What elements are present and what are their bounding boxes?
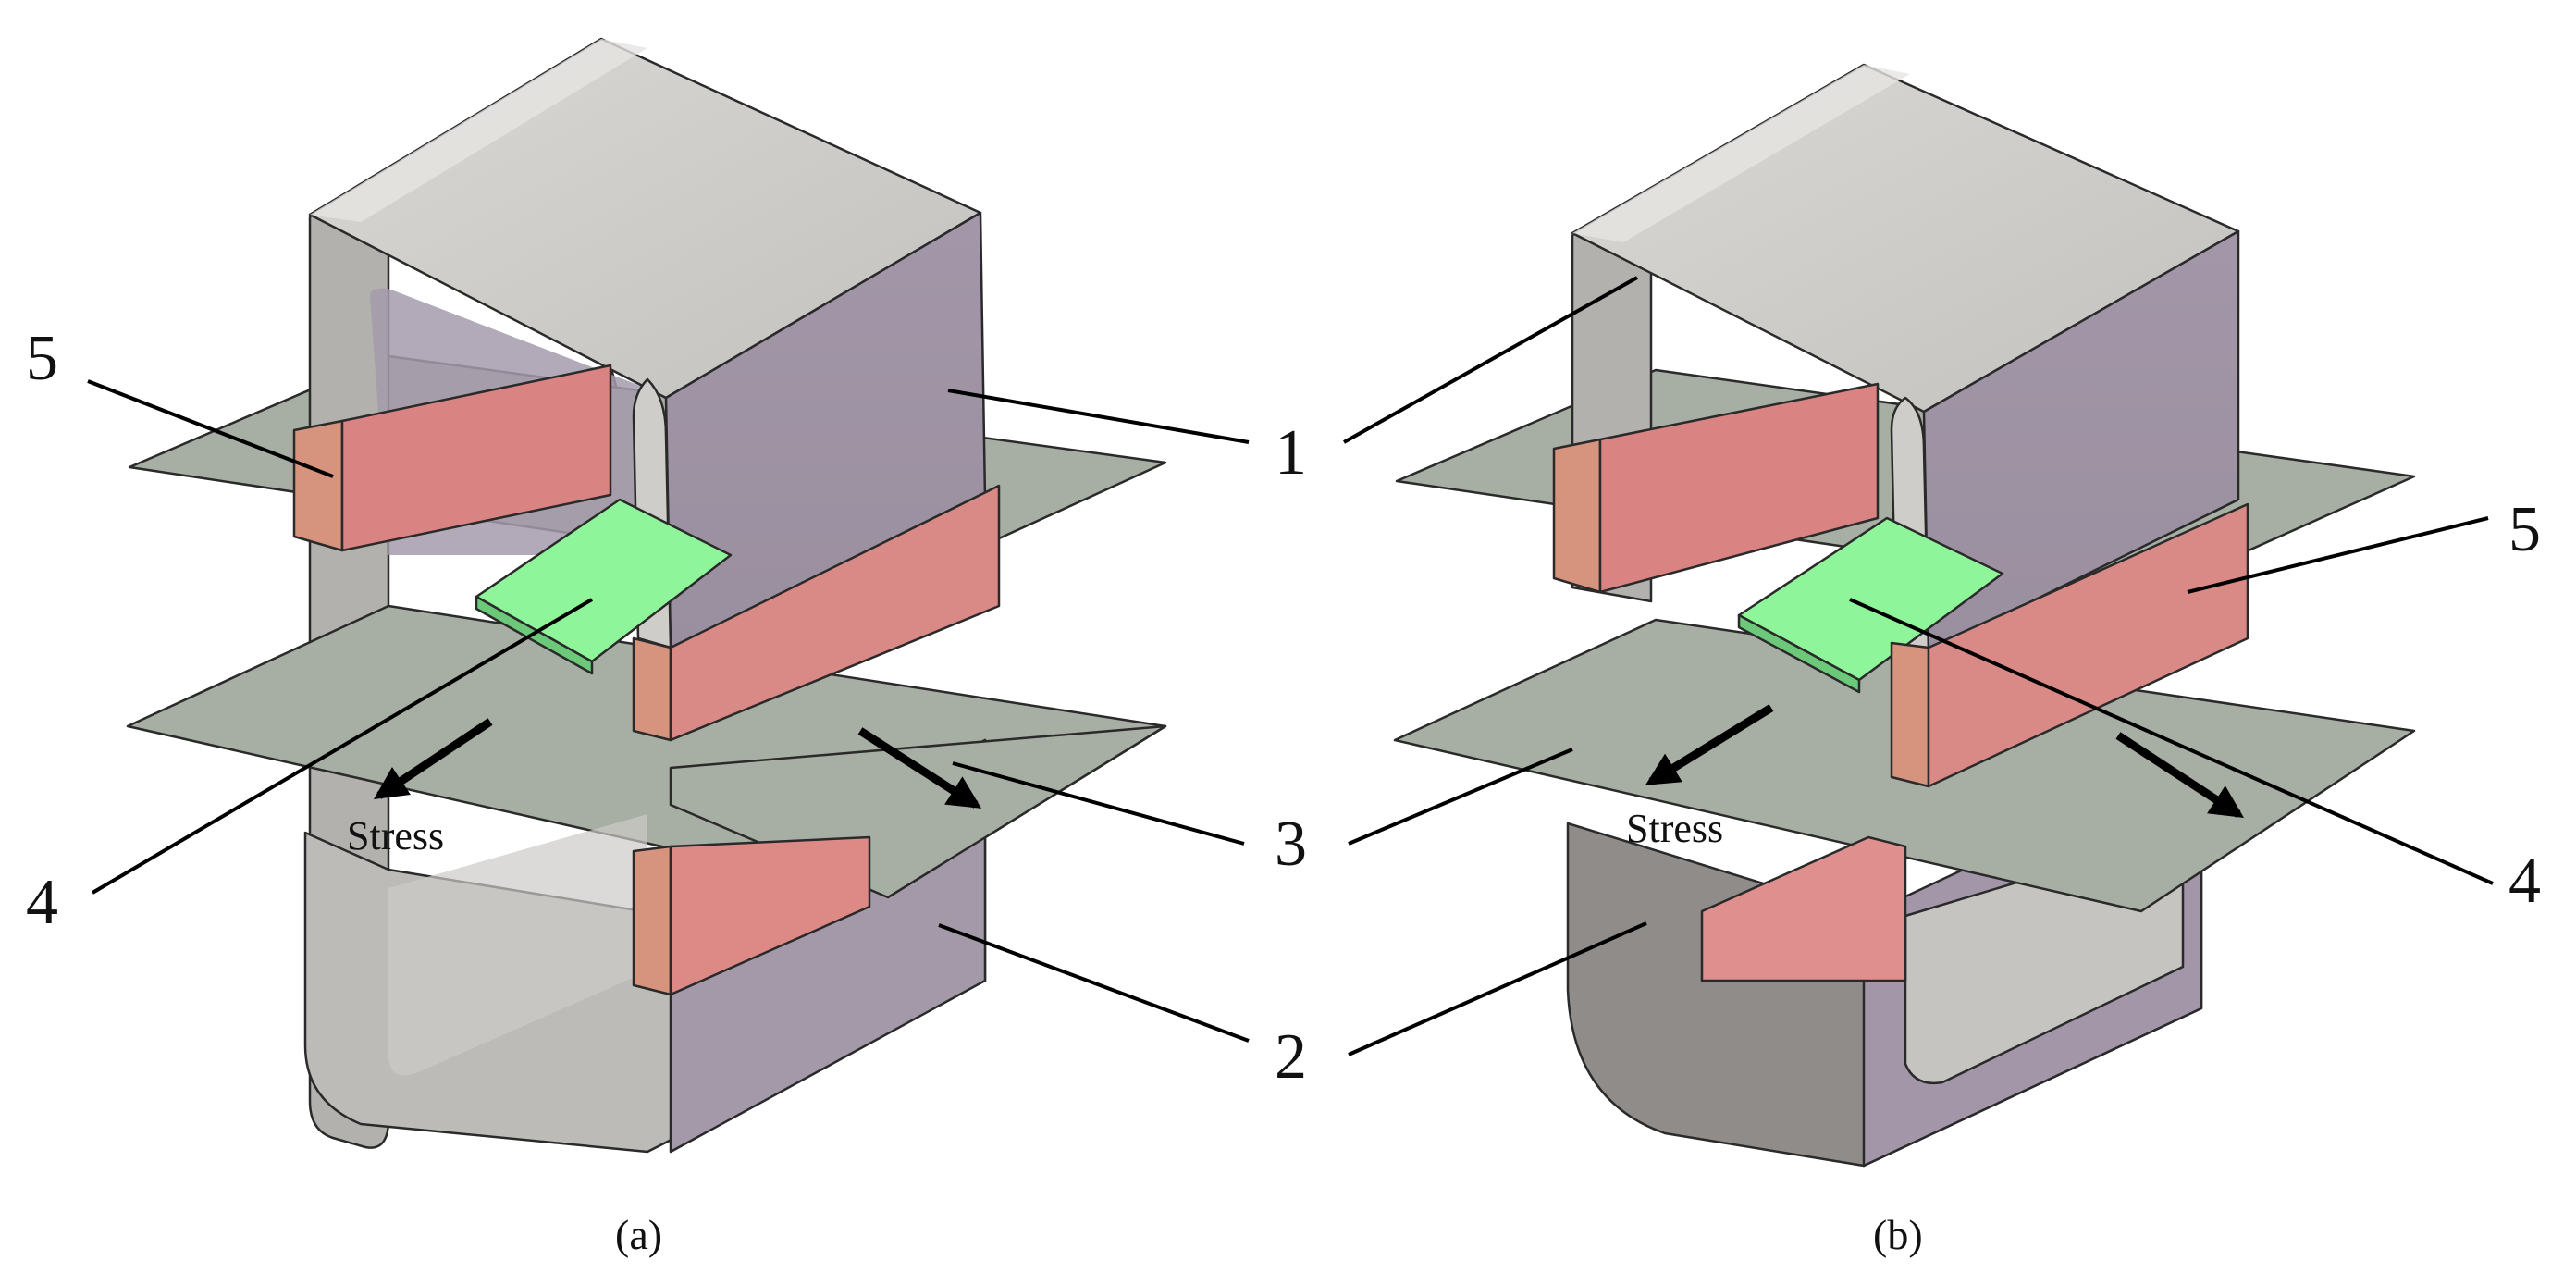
caption-a: (a) <box>615 1211 662 1258</box>
leader-1-b <box>1343 276 1638 444</box>
stress-arrow-right-b <box>2115 732 2245 818</box>
panel-b: Stress 5 4 (b) <box>1343 63 2541 1258</box>
sensor-chip-b <box>1737 516 2004 694</box>
leader-5-a <box>87 379 334 478</box>
callout-5-b: 5 <box>2508 494 2541 565</box>
callout-1: 1 <box>1275 417 1307 488</box>
coil-middle <box>632 484 1001 742</box>
stress-label-b: Stress <box>1626 806 1723 851</box>
leader-3-a <box>952 761 1245 846</box>
leader-2-b <box>1348 921 1647 1056</box>
leader-4-a <box>91 598 594 895</box>
caption-b: (b) <box>1873 1211 1923 1258</box>
callout-3: 3 <box>1275 809 1307 880</box>
callout-5-a: 5 <box>26 323 58 394</box>
leader-5-b <box>2187 516 2489 594</box>
leader-4-b <box>1849 598 2494 885</box>
coil-middle-b <box>1890 502 2249 788</box>
stress-arrow-right <box>857 727 982 809</box>
callout-2: 2 <box>1275 1021 1307 1093</box>
panel-a: Stress 5 1 4 3 2 (a) <box>26 37 1307 1258</box>
coil-upper-left <box>292 364 612 552</box>
leader-2-a <box>938 923 1250 1043</box>
stress-label-a: Stress <box>347 813 444 859</box>
callout-4-b: 4 <box>2508 846 2541 917</box>
coil-lower <box>632 835 871 996</box>
coil-upper-left-b <box>1552 382 1880 594</box>
stress-arrow-left <box>374 718 493 799</box>
coil-lower-b <box>1700 835 1907 982</box>
leader-3-b <box>1348 748 1573 846</box>
stress-arrow-left-b <box>1645 704 1774 785</box>
callout-4-a: 4 <box>26 867 58 938</box>
leader-1-a <box>947 389 1250 444</box>
